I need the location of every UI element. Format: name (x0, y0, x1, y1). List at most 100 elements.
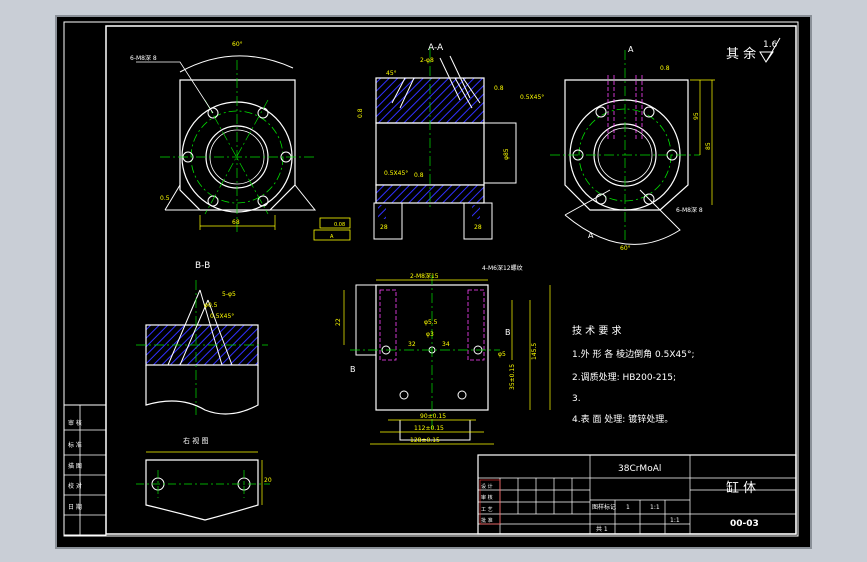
plan-top-dim: 2-M8深15 (410, 272, 439, 280)
right-h2: 85 (705, 142, 712, 150)
plan-dim-a: 22 (335, 318, 342, 326)
right-section-a-top: A (628, 45, 634, 54)
aa-foot-right (463, 202, 493, 240)
right-hole (643, 106, 655, 118)
ratio-value: 1:1 (650, 504, 660, 511)
aa-foot-left (373, 202, 403, 240)
plan-section-b-left: B (350, 365, 356, 374)
tol-box-2 (313, 229, 351, 241)
bb-centerlines (136, 280, 268, 415)
left-view-fan (164, 184, 317, 211)
revision-cell: 日 期 (68, 503, 82, 511)
tech-notes-title: 技 术 要 求 (572, 324, 622, 337)
aa-r2: 0.8 (414, 172, 424, 179)
bb-body (145, 365, 259, 415)
roughness-label: 其 余 (726, 46, 756, 62)
material-label: 38CrMoAl (618, 464, 661, 474)
aa-r1: 0.8 (494, 85, 504, 92)
side-centerlines (136, 470, 270, 498)
weight-value: 1 (626, 504, 630, 511)
aa-chamfer-left: 0.5X45° (384, 170, 408, 177)
section-aa-view: A-A 2-φ8 45° 0.5X45° 0.5X45° 0.8 0.8 φ85… (313, 43, 544, 241)
aa-hole-bore (439, 55, 471, 101)
aa-chamfer-right: 0.5X45° (520, 94, 544, 101)
left-chamfer-dim: 0.5 (160, 195, 170, 202)
left-hole (207, 107, 219, 119)
tech-note-2: 2.调质处理: HB200-215; (572, 371, 676, 383)
title-row-label: 设 计 (481, 483, 493, 490)
plan-slot (399, 420, 471, 441)
left-view: 6-M8深 8 60° 68 0.5 (130, 41, 317, 235)
revision-table-frame (63, 404, 107, 536)
plan-dim-d: 32 (408, 341, 416, 348)
tech-note-4: 4.表 面 处理: 镀锌处理。 (572, 413, 673, 425)
left-centerlines (160, 60, 315, 235)
plan-dim-b: φ5.5 (424, 319, 438, 326)
right-top-dim: 0.8 (660, 65, 670, 72)
bb-dim-b: φ0.5 (204, 302, 218, 309)
title-block: 38CrMoAl 缸 体 00-03 图样标记 1 1:1 共 1 1:1 设 … (477, 454, 797, 535)
side-dimline (146, 451, 263, 505)
plan-section-b-right: B (505, 328, 511, 337)
tol-box-1 (319, 217, 351, 229)
aa-w2: 28 (474, 224, 482, 231)
plan-dim-e: 34 (442, 341, 450, 348)
right-hidden-lines (607, 75, 643, 140)
side-view-title: 右 视 图 (183, 436, 208, 445)
revision-cell: 校 对 (68, 482, 82, 490)
title-row-label: 审 核 (481, 494, 493, 501)
section-bb-title: B-B (195, 261, 210, 271)
side-view-outline (145, 459, 259, 521)
right-dimlines (690, 79, 715, 205)
right-angle-dim: 60° (620, 245, 631, 252)
roughness-value: 1.6 (763, 40, 778, 50)
revision-cell: 描 图 (68, 462, 82, 470)
left-width-dim: 68 (232, 219, 240, 226)
roughness-symbol (759, 37, 781, 63)
plan-dim-k: 128±0.15 (410, 437, 440, 444)
plan-hole (457, 390, 467, 400)
side-dim: 20 (264, 477, 272, 484)
aa-top-dim: 2-φ8 (420, 57, 434, 64)
bb-dim-a: 5-φ5 (222, 291, 236, 298)
small-label: 图样标记 (592, 503, 616, 511)
sheet-count: 共 1 (596, 525, 608, 533)
aa-dia: φ85 (503, 148, 510, 160)
aa-w1: 28 (380, 224, 388, 231)
left-leader (136, 61, 214, 114)
plan-hidden-bore-r (467, 289, 485, 361)
plan-dim-i: 90±0.15 (420, 413, 446, 420)
aa-foot-hatch-left (378, 205, 386, 219)
left-hole (257, 107, 269, 119)
plan-hidden-bore-l (379, 289, 397, 361)
bb-dim-c: 0.5X45° (210, 313, 234, 320)
drawing-border (105, 25, 797, 535)
tol-value: 0.08 (334, 222, 345, 228)
technical-notes: 技 术 要 求 1.外 形 各 棱边倒角 0.5X45°; 2.调质处理: HB… (572, 324, 695, 425)
right-holes-callout: 6-M8深 8 (676, 206, 703, 214)
right-view: A 95 85 0.8 6-M8深 8 A 60° (550, 45, 715, 252)
plan-view: 2-M8深15 4-M6深12螺纹 22 φ5.5 φ3 32 34 φ5 35… (335, 264, 551, 445)
revision-cell: 标 准 (68, 441, 82, 449)
tolerance-frame: 0.08 A (313, 217, 351, 241)
left-angle-dim: 60° (232, 41, 243, 48)
plan-step (355, 284, 377, 356)
scale-value: 1:1 (670, 517, 680, 524)
tech-note-1: 1.外 形 各 棱边倒角 0.5X45°; (572, 348, 695, 360)
title-block-highlight (479, 479, 501, 525)
revision-cell: 审 核 (68, 419, 82, 427)
plan-dimlines (343, 279, 551, 445)
aa-foot-hatch-right (472, 205, 480, 219)
right-hole (595, 106, 607, 118)
right-centerlines (550, 50, 700, 240)
sheet-inner-border (63, 21, 799, 537)
section-aa-title: A-A (428, 43, 444, 53)
plan-centerlines (350, 275, 500, 430)
left-hole (257, 195, 269, 207)
revision-table-grid (64, 405, 106, 535)
title-row-label: 批 准 (481, 517, 493, 524)
aa-left-dim: 0.8 (357, 108, 364, 118)
right-h1: 95 (693, 112, 700, 120)
plan-hole (399, 390, 409, 400)
